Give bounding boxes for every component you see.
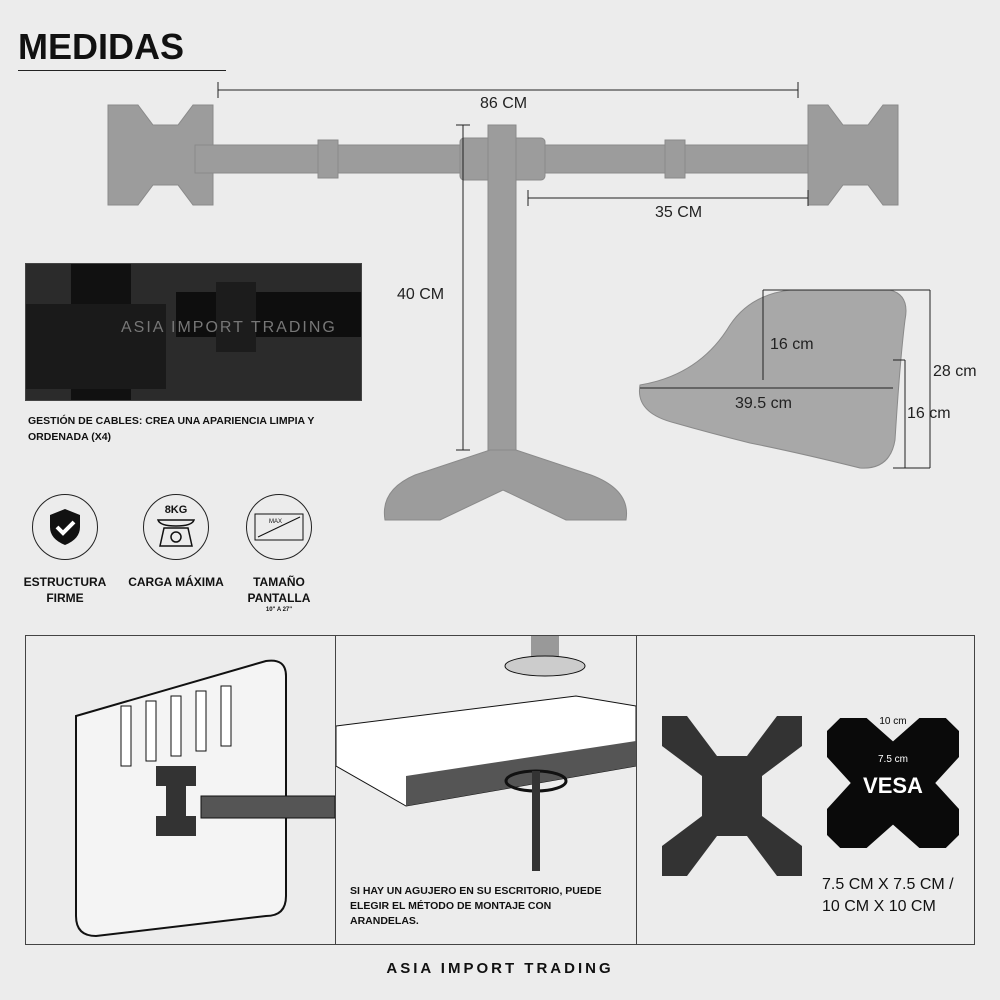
cable-caption: GESTIÓN DE CABLES: CREA UNA APARIENCIA L…	[28, 415, 315, 443]
title-underline	[18, 70, 226, 71]
shield-check-icon	[32, 494, 98, 560]
feature-screen-size: MAX TAMAÑO PANTALLA 10" A 27"	[224, 494, 334, 614]
feature-label: TAMAÑO PANTALLA 10" A 27"	[224, 574, 334, 614]
screen-size-icon: MAX	[246, 494, 312, 560]
width-total-label: 86 CM	[480, 95, 528, 112]
pole-height-label: 40 CM	[397, 286, 445, 303]
screen-max-text: MAX	[269, 519, 283, 525]
left-vesa-plate	[107, 104, 214, 206]
stand-base	[383, 449, 628, 521]
scale-weight-text: 8KG	[164, 504, 188, 516]
base-depth-label: 28 cm	[933, 363, 977, 380]
right-vesa-plate	[807, 104, 899, 206]
page-title: MEDIDAS	[18, 26, 185, 67]
vesa-inner-label: 7.5 cm	[877, 754, 908, 765]
panel-monitor-back	[25, 635, 336, 945]
base-center-depth-label: 16 cm	[770, 336, 814, 353]
base-plate	[638, 289, 907, 469]
panel-vesa: 10 cm 7.5 cm VESA	[636, 635, 975, 945]
arm-length-label: 35 CM	[655, 204, 703, 221]
feature-load: 8KG CARGA MÁXIMA	[121, 494, 231, 590]
watermark: ASIA IMPORT TRADING	[121, 319, 337, 336]
vesa-outer-label: 10 cm	[879, 716, 907, 727]
scale-icon: 8KG	[143, 494, 209, 560]
base-side-label: 16 cm	[907, 405, 951, 422]
base-width-label: 39.5 cm	[735, 395, 792, 412]
vesa-label: VESA	[863, 773, 923, 798]
panel-desk-mount	[335, 635, 637, 945]
footer-brand: ASIA IMPORT TRADING	[386, 960, 614, 977]
feature-label: CARGA MÁXIMA	[128, 575, 224, 589]
feature-label-text: TAMAÑO PANTALLA	[247, 575, 311, 605]
cable-management-photo: ASIA IMPORT TRADING	[25, 263, 362, 401]
screen-size-range: 10" A 27"	[265, 607, 293, 613]
pole	[487, 124, 517, 456]
feature-structure: ESTRUCTURA FIRME	[10, 494, 120, 606]
stand-drawing	[107, 82, 931, 521]
vesa-sizes: 7.5 CM X 7.5 CM / 10 CM X 10 CM	[822, 876, 954, 915]
feature-label: ESTRUCTURA FIRME	[23, 575, 107, 605]
mounting-text: SI HAY UN AGUJERO EN SU ESCRITORIO, PUED…	[350, 885, 602, 927]
vesa-plate-photo	[662, 716, 802, 876]
